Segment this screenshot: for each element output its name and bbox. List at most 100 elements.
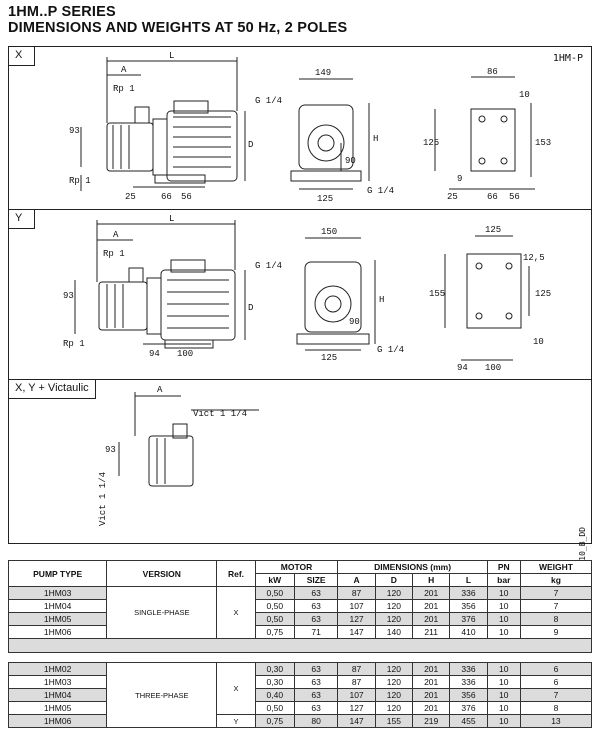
cell-kw: 0,50 (254, 612, 295, 626)
cell-kw: 0,30 (254, 675, 295, 689)
cell-l: 336 (449, 662, 488, 676)
dim-G14-a: G 1/4 (255, 96, 282, 106)
dim-149: 149 (315, 68, 331, 78)
cell-kg: 7 (519, 586, 593, 600)
cell-l: 455 (449, 714, 488, 728)
cell-h: 211 (412, 625, 451, 639)
dim-Rp1v-y: Rp 1 (63, 339, 85, 349)
th-ref: Ref. (216, 560, 256, 587)
dim-155-y: 155 (429, 289, 445, 299)
terminal-box (173, 100, 209, 114)
cell-d: 120 (374, 701, 414, 715)
cell-h: 201 (412, 662, 451, 676)
th-kg: kg (519, 573, 593, 587)
cell-kg: 6 (519, 662, 593, 676)
dim-100-y: 100 (177, 349, 193, 359)
cell-l: 376 (449, 701, 488, 715)
dim-9: 9 (457, 174, 462, 184)
cell-size: 63 (293, 662, 339, 676)
version-single: SINGLE-PHASE (106, 586, 218, 639)
panel-x-drawing: L A Rp 1 93 Rp 1 25 66 56 D 149 G 1/4 H … (69, 51, 551, 204)
dim-66-b: 66 (487, 192, 498, 202)
dim-A-y: A (113, 230, 119, 240)
table-row: 1HM06 0,75 71 147 140 211 410 10 9 (7, 625, 593, 639)
table-row: 1HM05 0,50 63 127 120 201 376 10 8 (7, 701, 593, 715)
cell-d: 140 (374, 625, 414, 639)
dim-93: 93 (69, 126, 80, 136)
cell-a: 147 (337, 625, 376, 639)
cell-kw: 0,50 (254, 599, 295, 613)
cell-kg: 8 (519, 612, 593, 626)
cell-type: 1HM06 (7, 714, 108, 728)
cell-type: 1HM05 (7, 612, 108, 626)
dim-25-b: 25 (447, 192, 458, 202)
dim-L: L (169, 51, 174, 61)
dim-56-b: 56 (509, 192, 520, 202)
dim-125-y: 125 (321, 353, 337, 363)
th-bar: bar (486, 573, 521, 587)
th-a: A (337, 573, 376, 587)
dim-66: 66 (161, 192, 172, 202)
dim-Rp1-v: Rp 1 (69, 176, 91, 186)
dim-56: 56 (181, 192, 192, 202)
panel-x-tag: X (9, 47, 35, 66)
cell-size: 63 (293, 675, 339, 689)
panel-y: Y L (8, 210, 592, 380)
cell-l: 410 (449, 625, 488, 639)
dimensions-table: PUMP TYPE VERSION Ref. MOTOR DIMENSIONS … (7, 560, 593, 728)
dim-Rp-y: Rp 1 (103, 249, 125, 259)
dim-153: 153 (535, 138, 551, 148)
cell-pn: 10 (486, 688, 521, 702)
cell-kw: 0,50 (254, 586, 295, 600)
cell-h: 201 (412, 599, 451, 613)
cell-pn: 10 (486, 662, 521, 676)
ref-three-x: X (216, 662, 256, 715)
cell-size: 63 (293, 599, 339, 613)
panel-y-tag: Y (9, 210, 35, 229)
cell-type: 1HM06 (7, 625, 108, 639)
dim-A: A (121, 65, 127, 75)
dim-90: 90 (345, 156, 356, 166)
cell-kw: 0,40 (254, 688, 295, 702)
dim-10-y: 10 (533, 337, 544, 347)
cell-pn: 10 (486, 701, 521, 715)
dim-vict-v: Vict 1 1/4 (98, 472, 108, 526)
table-row: 1HM06 Y 0,75 80 147 155 219 455 10 13 (7, 714, 593, 728)
cell-type: 1HM04 (7, 599, 108, 613)
th-dimensions: DIMENSIONS (mm) (337, 560, 488, 574)
cell-kg: 7 (519, 688, 593, 702)
dim-10: 10 (519, 90, 530, 100)
dim-125t-y: 125 (485, 225, 501, 235)
dim-125: 125 (317, 194, 333, 204)
panel-y-drawing: L A Rp 1 93 Rp 1 94 100 D 150 G 1/4 H 90… (63, 214, 551, 373)
dim-L-y: L (169, 214, 174, 224)
dim-H: H (373, 134, 378, 144)
th-h: H (412, 573, 451, 587)
dim-90-y: 90 (349, 317, 360, 327)
dim-125-v: 125 (423, 138, 439, 148)
dim-G14-b: G 1/4 (367, 186, 394, 196)
cell-kw: 0,75 (254, 625, 295, 639)
dim-150-y: 150 (321, 227, 337, 237)
cell-type: 1HM02 (7, 662, 108, 676)
cell-kg: 13 (519, 714, 593, 728)
cell-kg: 8 (519, 701, 593, 715)
cell-l: 336 (449, 586, 488, 600)
pump-body (106, 122, 154, 172)
table-row: 1HM02 THREE-PHASE X 0,30 63 87 120 201 3… (7, 662, 593, 728)
cell-l: 336 (449, 675, 488, 689)
cell-pn: 10 (486, 625, 521, 639)
th-d: D (374, 573, 414, 587)
cell-size: 63 (293, 701, 339, 715)
dim-G14b-y: G 1/4 (377, 345, 404, 355)
dim-D-y: D (248, 303, 253, 313)
cell-kg: 6 (519, 675, 593, 689)
cell-a: 107 (337, 599, 376, 613)
cell-type: 1HM03 (7, 675, 108, 689)
cell-a: 87 (337, 662, 376, 676)
dim-A-v: A (157, 385, 163, 395)
cell-d: 155 (374, 714, 414, 728)
table-row: 1HM05 0,50 63 127 120 201 376 10 8 (7, 612, 593, 626)
cell-d: 120 (374, 675, 414, 689)
cell-a: 107 (337, 688, 376, 702)
